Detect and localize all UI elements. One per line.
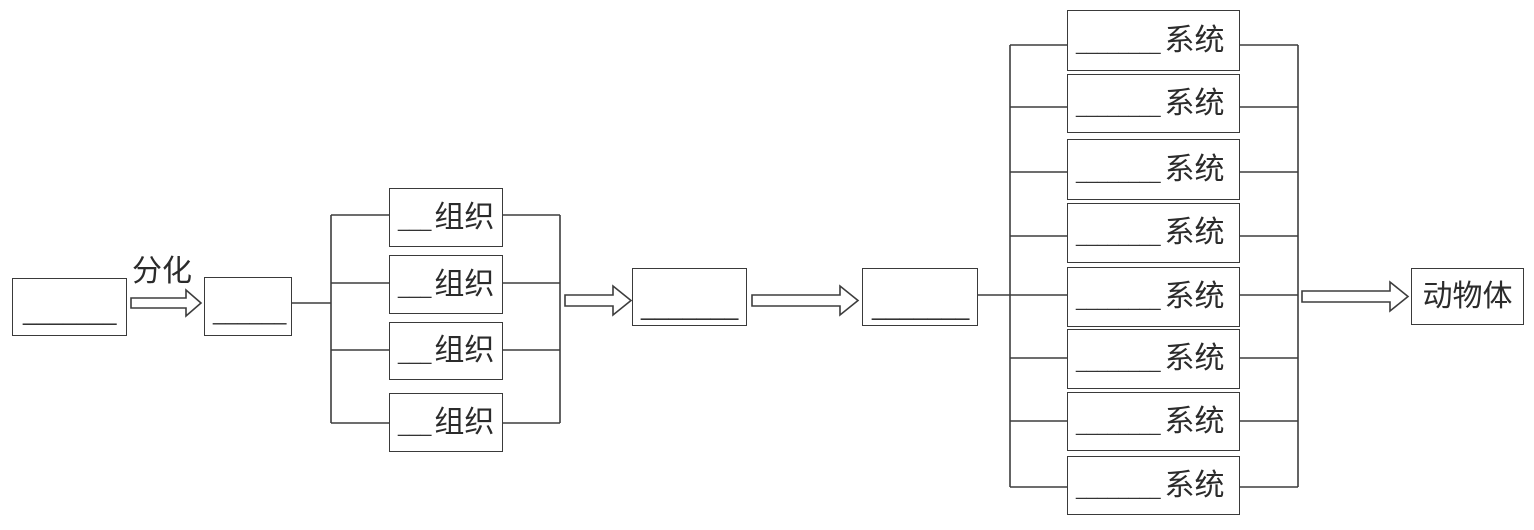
fill-blank: _______ [872, 293, 970, 321]
result-label: 动物体 [1422, 278, 1513, 314]
tissue-label-row: ___ 组织 [398, 336, 494, 366]
tissue-box-2: ___ 组织 [389, 255, 503, 314]
system-label-row: ________ 系统 [1076, 344, 1225, 374]
fill-blank: ________ [1076, 414, 1161, 436]
fill-blank: ______ [213, 300, 287, 325]
system-label-row: ________ 系统 [1076, 403, 1225, 439]
system-box-3: ________ 系统 [1067, 139, 1240, 200]
differentiation-arrow [130, 288, 203, 318]
system-label-row: ________ 系统 [1076, 151, 1225, 187]
system-label: 系统 [1164, 215, 1225, 250]
tissue-label-row: ___ 组织 [398, 266, 495, 302]
fill-blank: ___ [398, 343, 432, 365]
blank-box-1: _______ [12, 278, 127, 336]
system-box-8: ________ 系统 [1067, 456, 1240, 515]
tissue-box-1: ___ 组织 [389, 188, 503, 247]
fill-blank: ________ [1076, 162, 1161, 184]
fill-blank: ________ [1076, 33, 1161, 55]
system-box-5: ________ 系统 [1067, 267, 1240, 327]
fill-blank: _______ [23, 299, 117, 326]
tissue-label: 组织 [434, 199, 495, 235]
fill-blank: ________ [1076, 226, 1161, 247]
system-box-2: ________ 系统 [1067, 74, 1240, 133]
fill-blank: ___ [398, 276, 432, 299]
system-box-1: ________ 系统 [1067, 10, 1240, 71]
system-label: 系统 [1164, 341, 1225, 376]
system-label-row: ________ 系统 [1076, 22, 1225, 58]
system-label: 系统 [1164, 403, 1225, 439]
blank-box-4: _______ [862, 268, 978, 326]
fill-blank: ___ [398, 209, 432, 232]
system-label: 系统 [1164, 279, 1225, 314]
tissue-box-4: ___ 组织 [389, 393, 503, 452]
system-label-row: ________ 系统 [1076, 85, 1225, 121]
arrow-to-result [1301, 280, 1410, 313]
fill-blank: ________ [1076, 96, 1161, 118]
arrow-to-box-3 [564, 284, 633, 317]
blank-box-3: _______ [632, 268, 747, 326]
tissue-box-3: ___ 组织 [389, 322, 503, 380]
fill-blank: _______ [641, 293, 739, 321]
system-box-7: ________ 系统 [1067, 392, 1240, 451]
differentiation-label: 分化 [132, 254, 192, 289]
blank-box-2: ______ [204, 277, 292, 336]
tissue-label-row: ___ 组织 [398, 199, 495, 235]
system-label: 系统 [1164, 467, 1225, 503]
system-label: 系统 [1164, 85, 1225, 121]
tissue-label: 组织 [434, 333, 495, 368]
system-box-6: ________ 系统 [1067, 329, 1240, 389]
fill-blank: ________ [1076, 352, 1161, 373]
system-label: 系统 [1164, 22, 1225, 58]
system-label-row: ________ 系统 [1076, 282, 1225, 312]
system-label: 系统 [1164, 151, 1225, 187]
fill-blank: ________ [1076, 290, 1161, 311]
tissue-label: 组织 [434, 266, 495, 302]
result-box: 动物体 [1411, 268, 1524, 325]
tissue-label: 组织 [434, 404, 495, 440]
fill-blank: ________ [1076, 478, 1161, 500]
system-label-row: ________ 系统 [1076, 467, 1225, 503]
arrow-to-box-4 [751, 284, 860, 317]
system-box-4: ________ 系统 [1067, 203, 1240, 263]
system-label-row: ________ 系统 [1076, 218, 1225, 248]
fill-blank: ___ [398, 414, 432, 437]
tissue-label-row: ___ 组织 [398, 404, 495, 440]
